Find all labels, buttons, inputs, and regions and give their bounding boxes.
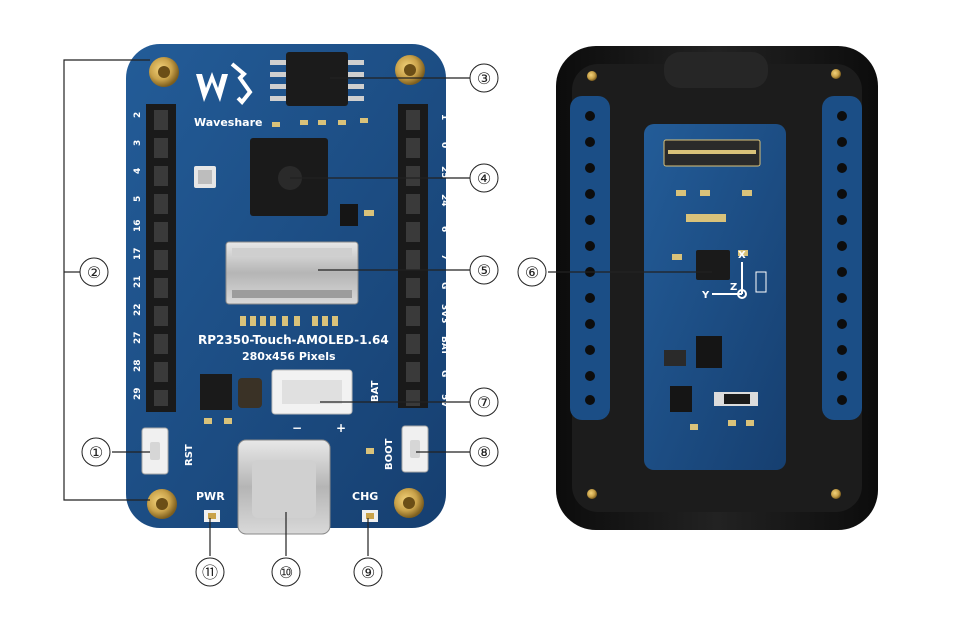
callout-markers: ① ② ③ ④ ⑤ ⑥ ⑦ ⑧ ⑨ ⑩ ⑪: [79, 63, 547, 587]
svg-text:16: 16: [133, 219, 143, 232]
svg-text:⑨: ⑨: [361, 563, 375, 582]
svg-text:②: ②: [87, 263, 101, 282]
svg-text:Z: Z: [730, 282, 737, 293]
callout-6: ⑥: [517, 257, 547, 287]
left-pin-labels: 2 3 4 5 16 17 21 22 27 28 29: [133, 112, 143, 400]
svg-text:28: 28: [133, 359, 143, 372]
flash-chip: [286, 52, 348, 106]
callout-11: ⑪: [195, 557, 225, 587]
right-pin-labels: 1 0 25 24 6 7 G 3V3 BAT G 5V: [439, 114, 449, 407]
svg-text:+: +: [336, 421, 346, 435]
svg-text:21: 21: [133, 275, 143, 288]
svg-text:0: 0: [439, 142, 449, 148]
svg-text:⑤: ⑤: [477, 261, 491, 280]
imu-sensor: [696, 250, 730, 280]
svg-text:G: G: [439, 370, 449, 377]
svg-text:29: 29: [133, 387, 143, 400]
model-label: RP2350-Touch-AMOLED-1.64: [198, 333, 389, 347]
svg-text:25: 25: [439, 166, 449, 179]
svg-text:4: 4: [133, 168, 143, 174]
callout-8: ⑧: [469, 437, 499, 467]
callout-1: ①: [81, 437, 111, 467]
back-pcb: [644, 124, 786, 470]
svg-text:④: ④: [477, 169, 491, 188]
axis-diagram: [712, 262, 747, 299]
resolution-label: 280x456 Pixels: [242, 350, 336, 363]
callout-2: ②: [79, 257, 109, 287]
callout-3: ③: [469, 63, 499, 93]
svg-text:⑪: ⑪: [202, 563, 218, 582]
svg-text:X: X: [738, 250, 746, 261]
svg-text:①: ①: [89, 443, 103, 462]
svg-text:7: 7: [439, 254, 449, 260]
svg-text:1: 1: [439, 114, 449, 120]
svg-text:24: 24: [439, 194, 449, 207]
callout-7: ⑦: [469, 387, 499, 417]
svg-text:5: 5: [133, 196, 143, 202]
svg-text:PWR: PWR: [196, 490, 225, 503]
svg-text:⑧: ⑧: [477, 443, 491, 462]
svg-text:27: 27: [133, 331, 143, 344]
svg-text:③: ③: [477, 69, 491, 88]
pwr-led: [204, 510, 220, 522]
svg-text:3: 3: [133, 140, 143, 146]
left-header-pins: [154, 110, 168, 406]
svg-text:17: 17: [133, 247, 143, 260]
callout-9: ⑨: [353, 557, 383, 587]
svg-text:⑩: ⑩: [279, 563, 293, 582]
svg-text:⑦: ⑦: [477, 393, 491, 412]
svg-text:G: G: [439, 282, 449, 289]
chg-led: [362, 510, 378, 522]
svg-text:BAT: BAT: [439, 336, 449, 356]
callout-10: ⑩: [271, 557, 301, 587]
callout-4: ④: [469, 163, 499, 193]
svg-text:6: 6: [439, 226, 449, 232]
svg-text:22: 22: [133, 303, 143, 316]
svg-text:RST: RST: [184, 444, 195, 466]
waveshare-logo: [196, 62, 253, 105]
svg-text:Y: Y: [701, 290, 710, 301]
svg-text:2: 2: [133, 112, 143, 118]
sd-card-slot: [225, 241, 359, 305]
brand-label: Waveshare: [194, 116, 262, 129]
callout-5: ⑤: [469, 255, 499, 285]
svg-text:−: −: [292, 421, 302, 435]
svg-text:⑥: ⑥: [525, 263, 539, 282]
front-board: Waveshare 2 3 4 5: [126, 44, 449, 535]
svg-text:CHG: CHG: [352, 490, 378, 503]
back-board: X Y Z: [556, 46, 878, 530]
svg-text:BOOT: BOOT: [384, 438, 395, 470]
svg-text:5V: 5V: [439, 394, 449, 407]
svg-text:BAT: BAT: [370, 380, 381, 402]
svg-text:3V3: 3V3: [439, 304, 449, 324]
callout-lines: [63, 59, 712, 556]
